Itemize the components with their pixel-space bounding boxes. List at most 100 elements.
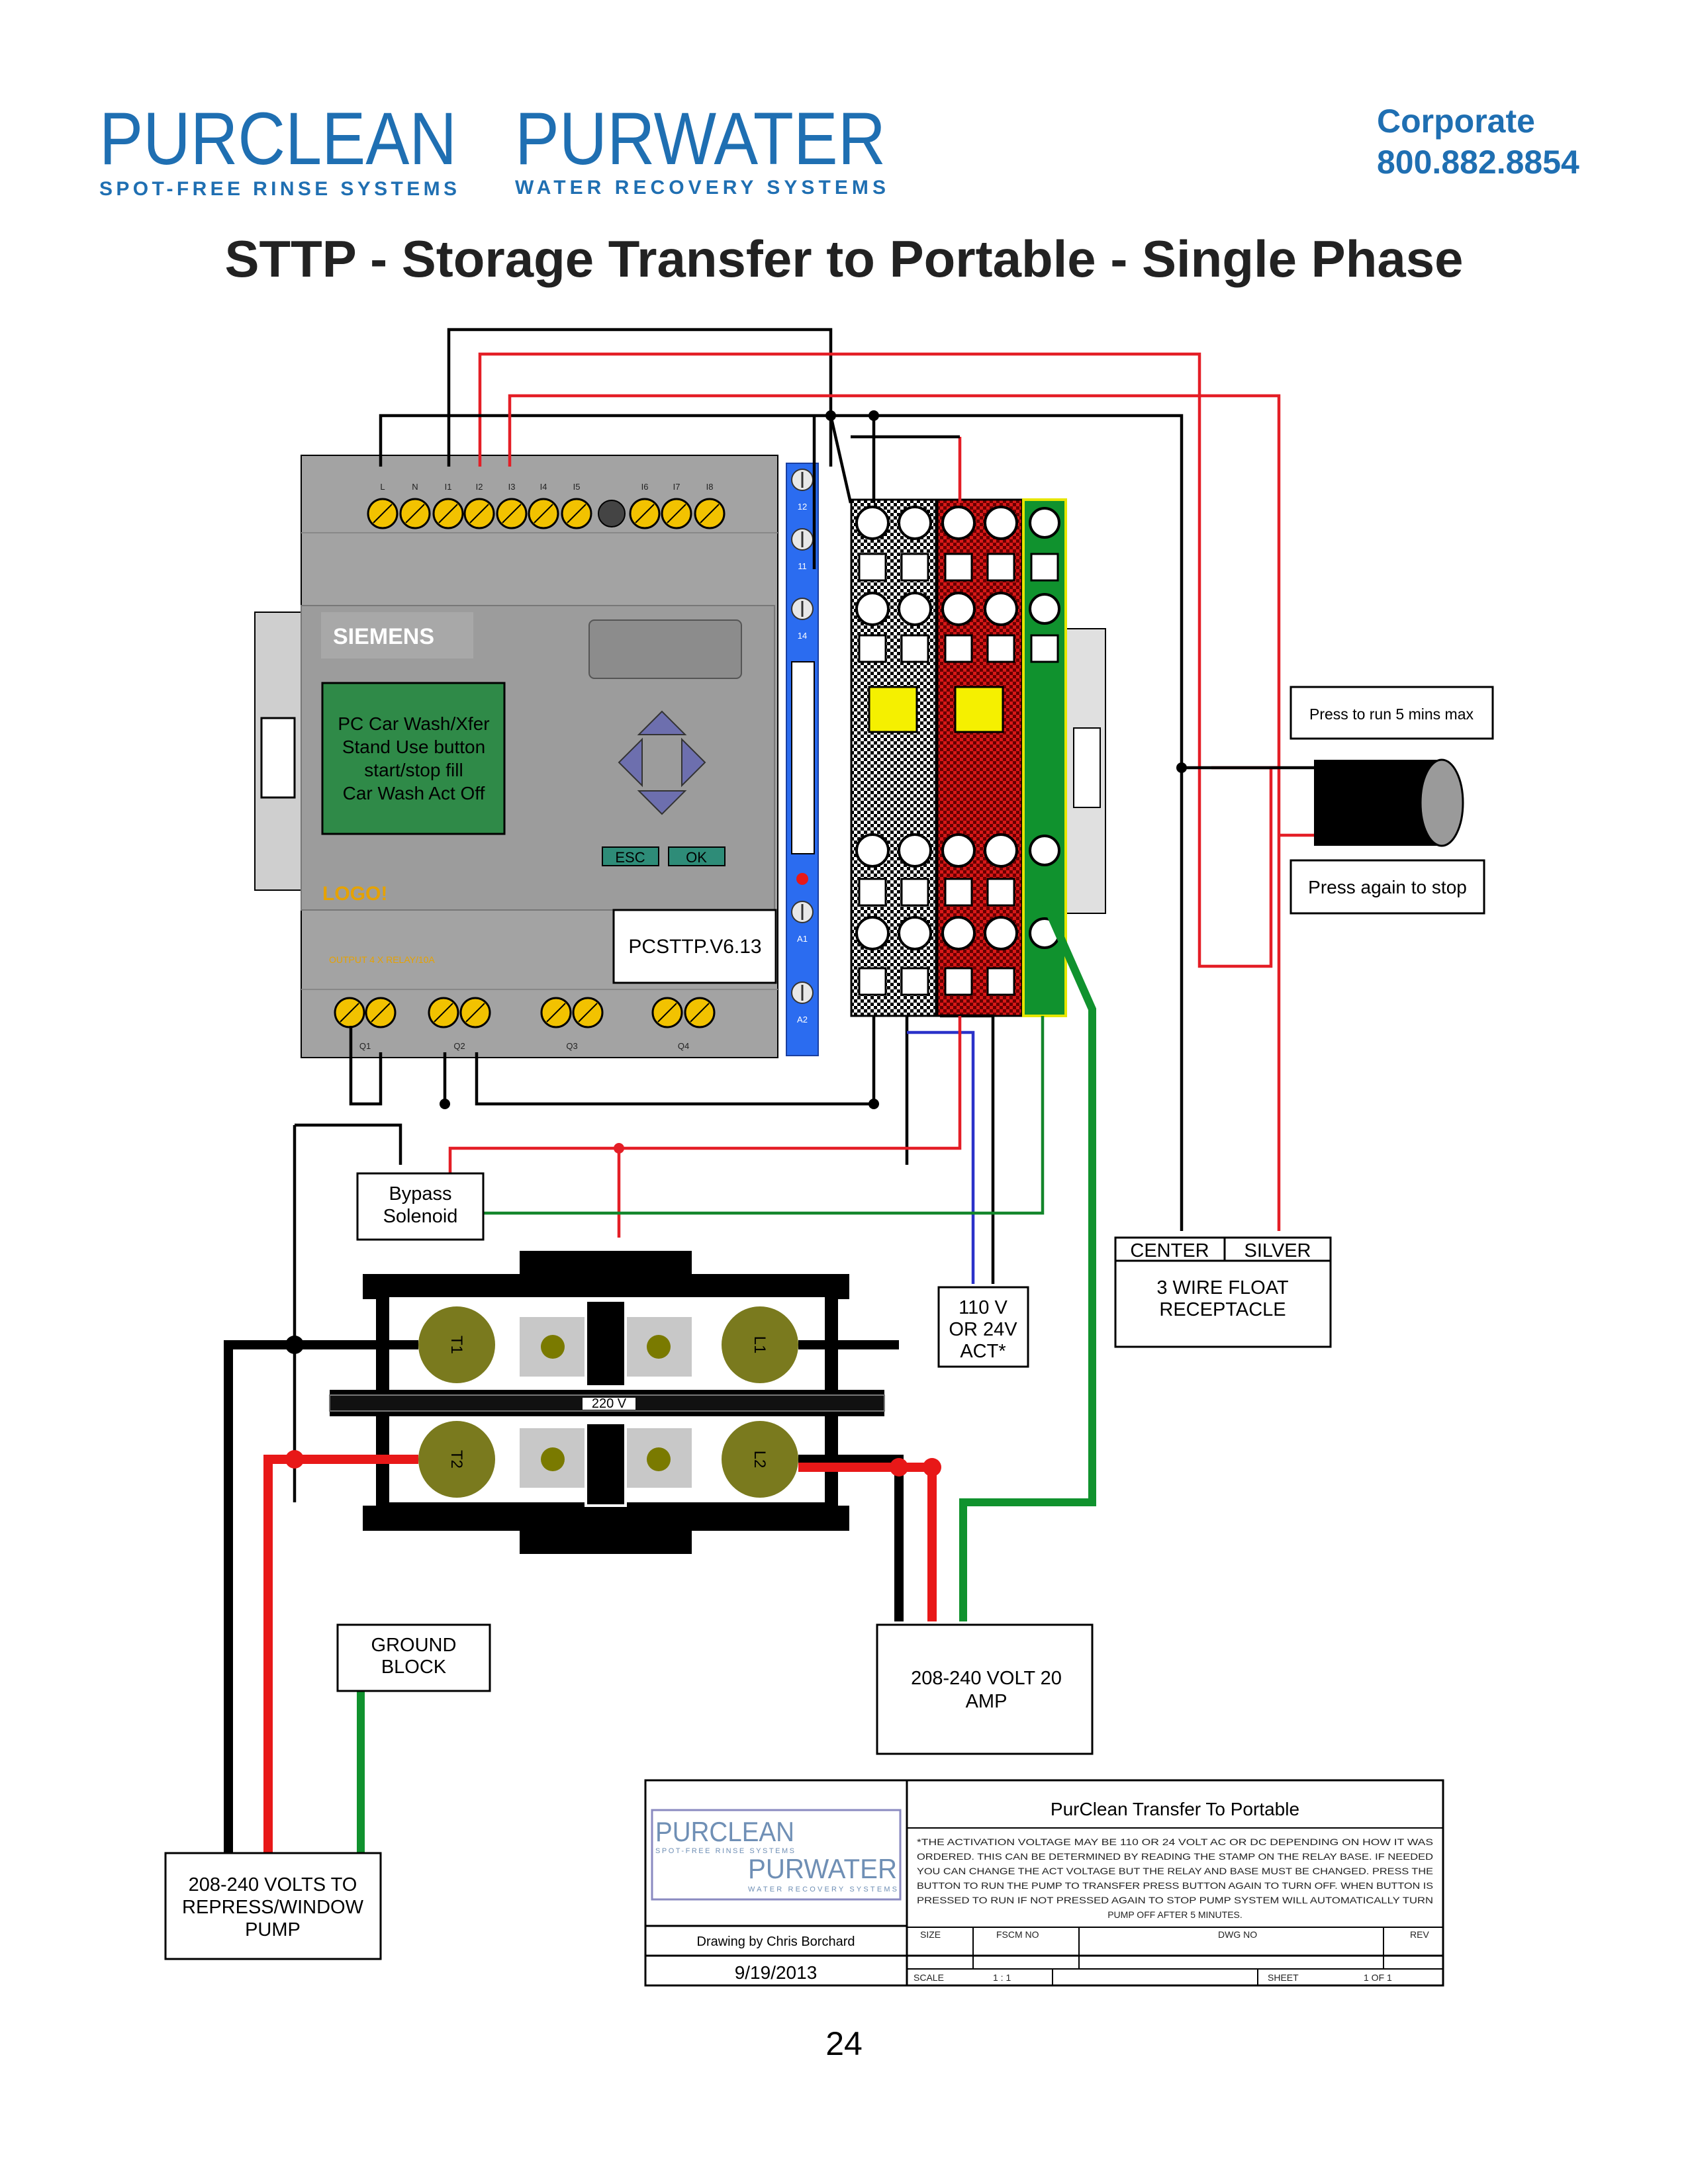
ground-block-label: BLOCK: [381, 1657, 447, 1678]
input-terminal-label: I8: [706, 482, 714, 492]
terminal-slot-icon: [900, 967, 929, 996]
bypass-solenoid-label: Bypass: [389, 1183, 451, 1205]
ground-terminal-slot-icon: [1030, 634, 1059, 663]
input-terminal-label: I4: [540, 482, 547, 492]
relay-terminal-label: 11: [798, 561, 807, 571]
power-wiring: [224, 895, 1096, 1853]
terminal-slot-icon: [900, 878, 929, 907]
plc-display-line: Car Wash Act Off: [343, 783, 485, 803]
terminal-l1: [722, 1306, 798, 1383]
tb-date: 9/19/2013: [735, 1962, 818, 1983]
relay-indicator-icon: [796, 873, 808, 885]
act-supply-label: 110 V: [959, 1297, 1008, 1318]
terminal-slot-icon: [986, 878, 1015, 907]
tb-fscm-label: FSCM NO: [996, 1929, 1039, 1940]
arrow-right-icon[interactable]: [681, 737, 706, 788]
title-block: PURCLEAN SPOT-FREE RINSE SYSTEMS PURWATE…: [644, 1779, 1444, 1987]
terminal-hole-icon: [898, 506, 932, 540]
supply-label: 208-240 VOLT 20: [911, 1668, 1062, 1689]
terminal-slot-icon: [858, 878, 887, 907]
purclean-logo: PURCLEAN SPOT-FREE RINSE SYSTEMS: [99, 97, 457, 200]
terminal-hole-icon: [984, 506, 1018, 540]
esc-button-label: ESC: [615, 849, 645, 866]
tb-note-line: *THE ACTIVATION VOLTAGE MAY BE 110 OR 24…: [917, 1837, 1433, 1847]
tb-note-line: YOU CAN CHANGE THE ACT VOLTAGE BUT THE R…: [917, 1866, 1433, 1876]
float-silver-label: SILVER: [1244, 1240, 1311, 1261]
terminal-label: T2: [447, 1450, 465, 1469]
terminal-blocks: [850, 498, 1106, 1017]
terminal-slot-icon: [858, 634, 887, 663]
input-terminal-label: I3: [508, 482, 516, 492]
output-label: OUTPUT 4 X RELAY/10A: [329, 954, 435, 965]
tb-scale-value: 1 : 1: [993, 1972, 1011, 1983]
terminal-slot-icon: [858, 553, 887, 582]
tb-drawn-by: Drawing by Chris Borchard: [697, 1934, 855, 1949]
push-button-icon[interactable]: [1314, 758, 1464, 847]
arrow-down-icon[interactable]: [637, 790, 687, 815]
output-terminal-label: Q4: [678, 1041, 689, 1051]
bypass-solenoid-box: [356, 1172, 485, 1241]
float-center-label: CENTER: [1130, 1240, 1209, 1261]
ground-terminal-slot-icon: [1030, 553, 1059, 582]
esc-button[interactable]: [602, 846, 659, 866]
plc-display-line: start/stop fill: [364, 760, 463, 780]
terminal-slot-icon: [944, 634, 973, 663]
terminal-slot-icon: [900, 634, 929, 663]
pump-label: PUMP: [245, 1919, 301, 1940]
plc-brand: SIEMENS: [333, 624, 434, 649]
relay-terminal-label: 12: [798, 502, 807, 512]
relay-terminal-label: 14: [798, 631, 807, 641]
tb-scale-label: SCALE: [914, 1972, 944, 1983]
input-terminal-label: N: [412, 482, 418, 492]
act-supply-box: [937, 1286, 1029, 1368]
tb-purwater-name: PURWATER: [748, 1853, 897, 1884]
plc-controller: SIEMENS PC Car Wash/Xfer Stand Use butto…: [254, 455, 778, 1058]
terminal-t2: [418, 1421, 495, 1498]
contactor: 220 V T1 L1 T2 L2: [329, 1251, 885, 1554]
terminal-slot-icon: [858, 967, 887, 996]
tb-dwg-label: DWG NO: [1218, 1929, 1257, 1940]
relay-terminal-label: A2: [797, 1015, 808, 1024]
page-title: STTP - Storage Transfer to Portable - Si…: [224, 230, 1463, 288]
bypass-solenoid-label: Solenoid: [383, 1206, 458, 1227]
tb-purclean-name: PURCLEAN: [655, 1816, 794, 1847]
terminal-label: L2: [751, 1451, 769, 1469]
ok-button[interactable]: [668, 846, 726, 866]
float-title-line: RECEPTACLE: [1159, 1299, 1286, 1320]
terminal-hole-icon: [898, 833, 932, 868]
tb-size-label: SIZE: [920, 1929, 941, 1940]
terminal-slot-icon: [986, 967, 1015, 996]
ground-terminal-hole-icon: [1029, 507, 1060, 539]
arrow-up-icon[interactable]: [637, 710, 687, 735]
act-supply-label: ACT*: [960, 1341, 1006, 1362]
purclean-name: PURCLEAN: [99, 97, 457, 180]
run-button-label-box: [1289, 686, 1494, 740]
terminal-l2: [722, 1421, 798, 1498]
tb-note-line: BUTTON TO RUN THE PUMP TO TRANSFER PRESS…: [917, 1880, 1433, 1891]
terminal-hole-icon: [855, 592, 890, 626]
tb-sheet-label: SHEET: [1268, 1972, 1299, 1983]
relay-coil-block: [868, 686, 918, 733]
terminal-hole-icon: [898, 916, 932, 950]
input-terminal-label: L: [380, 482, 385, 492]
supply-label: AMP: [966, 1691, 1008, 1712]
purwater-logo: PURWATER WATER RECOVERY SYSTEMS: [515, 97, 886, 199]
arrow-left-icon[interactable]: [618, 737, 643, 788]
terminal-label: L1: [751, 1336, 769, 1354]
terminal-slot-icon: [944, 967, 973, 996]
tb-note-line: PRESSED TO RUN IF NOT PRESSED AGAIN TO S…: [917, 1895, 1433, 1905]
tb-note-line: ORDERED. THIS CAN BE DETERMINED BY READI…: [917, 1851, 1433, 1862]
ground-block-box: [336, 1623, 491, 1692]
terminal-hole-icon: [984, 833, 1018, 868]
terminal-slot-icon: [900, 553, 929, 582]
terminal-hole-icon: [855, 833, 890, 868]
input-terminal-label: I2: [476, 482, 483, 492]
act-supply-label: OR 24V: [949, 1319, 1017, 1340]
purclean-tagline: SPOT-FREE RINSE SYSTEMS: [99, 178, 457, 200]
terminal-label: T1: [447, 1336, 465, 1354]
input-terminal-label: I6: [641, 482, 649, 492]
terminal-hole-icon: [941, 506, 976, 540]
output-terminal-label: Q1: [359, 1041, 371, 1051]
